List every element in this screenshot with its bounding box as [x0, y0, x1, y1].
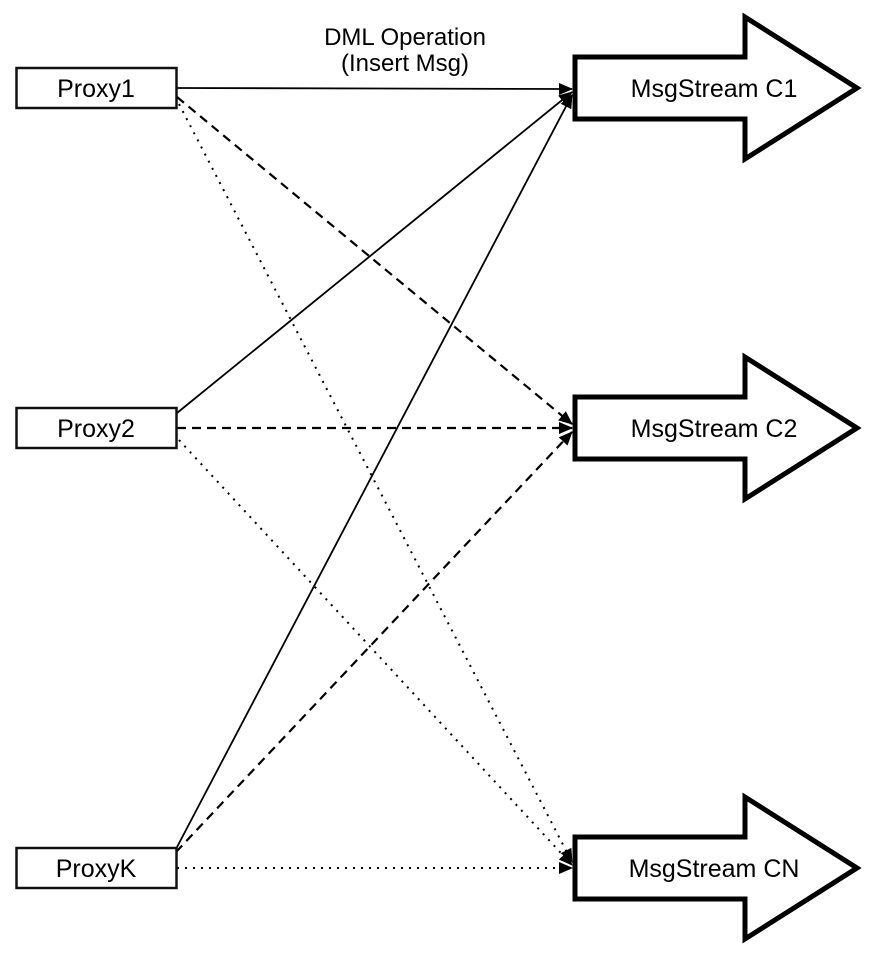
node-proxyk: ProxyK [15, 846, 178, 890]
edge-proxyk-to-msgstream-c1 [175, 94, 573, 850]
proxy2-label: Proxy2 [57, 415, 135, 443]
proxy1-label: Proxy1 [57, 75, 135, 103]
edge-proxy2-to-msgstream-c1 [176, 91, 573, 414]
edge-proxy1-to-msgstream-c1 [176, 82, 573, 95]
node-msgstream-c1: MsgStream C1 [572, 12, 862, 164]
msgstream-c2-label: MsgStream C2 [631, 415, 798, 443]
node-proxy2: Proxy2 [15, 406, 178, 450]
msgstream-c1-arrow-shape [572, 12, 862, 164]
edge-proxy1-to-msgstream-c2 [176, 96, 573, 425]
node-proxy1: Proxy1 [15, 66, 178, 110]
node-msgstream-c2: MsgStream C2 [572, 352, 862, 504]
annotation-line2: (Insert Msg) [341, 50, 469, 77]
edge-proxyk-to-msgstream-c2 [175, 431, 573, 853]
proxyk-label: ProxyK [56, 855, 137, 883]
proxyk-box [15, 846, 178, 890]
proxy1-box [15, 66, 178, 110]
edge-annotation: DML Operation (Insert Msg) [324, 24, 486, 77]
msgstream-cn-label: MsgStream CN [629, 855, 800, 883]
edge-proxy1-to-msgstream-cn [178, 103, 573, 863]
msgstream-cn-arrow-shape [572, 792, 862, 944]
annotation-line1: DML Operation [324, 24, 486, 51]
msgstream-c2-arrow-shape [572, 352, 862, 504]
msgstream-c1-label: MsgStream C1 [631, 75, 798, 103]
node-msgstream-cn: MsgStream CN [572, 792, 862, 944]
proxy2-box [15, 406, 178, 450]
edge-proxy2-to-msgstream-cn [178, 439, 573, 866]
edge-group [175, 82, 573, 874]
